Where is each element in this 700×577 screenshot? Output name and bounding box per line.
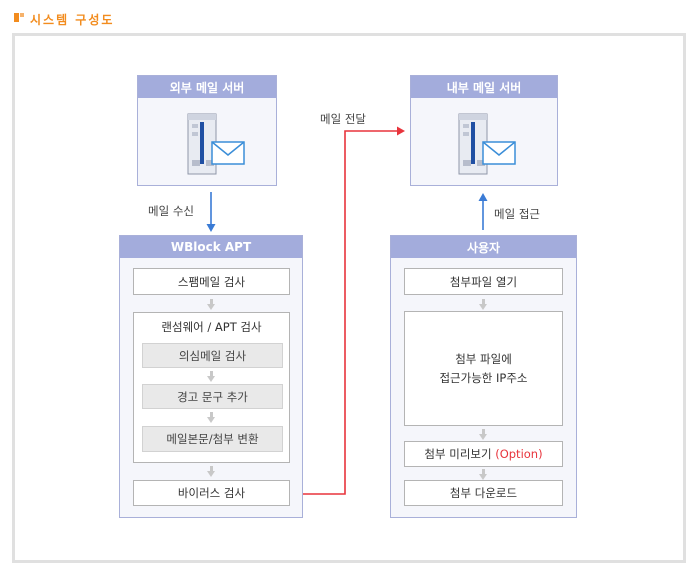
down-arrow-icon [207,412,216,423]
down-arrow-icon [479,469,488,480]
download-step: 첨부 다운로드 [404,480,563,506]
title-bullet-icon [14,13,26,25]
external-mail-server-box: 외부 메일 서버 [137,75,277,186]
title-text: 시스템 구성도 [30,12,115,27]
accessible-ip-line2: 접근가능한 IP주소 [439,371,528,385]
internal-mail-server-box: 내부 메일 서버 [410,75,558,186]
virus-check-step: 바이러스 검사 [133,480,290,506]
down-arrow-icon [479,299,488,310]
mail-server-icon [187,113,245,175]
receive-edge-label: 메일 수신 [148,204,194,218]
spam-check-step: 스팸메일 검사 [133,268,290,295]
add-warning-step: 경고 문구 추가 [142,384,283,409]
forward-edge-label: 메일 전달 [320,112,366,126]
preview-label: 첨부 미리보기 [424,447,492,461]
receive-arrow [206,192,216,232]
convert-body-step: 메일본문/첨부 변환 [142,426,283,452]
suspicious-mail-step: 의심메일 검사 [142,343,283,368]
down-arrow-icon [207,371,216,382]
accessible-ip-step: 첨부 파일에 접근가능한 IP주소 [404,311,563,426]
user-panel-title: 사용자 [391,236,576,258]
forward-arrow [291,126,405,495]
down-arrow-icon [207,466,216,477]
wblock-apt-title: WBlock APT [120,236,302,258]
internal-mail-server-label: 내부 메일 서버 [411,76,557,98]
access-edge-label: 메일 접근 [494,207,540,221]
access-arrow [478,193,488,230]
open-attachment-step: 첨부파일 열기 [404,268,563,295]
ransomware-apt-label: 랜섬웨어 / APT 검사 [161,320,262,334]
mail-server-icon [458,113,516,175]
diagram-title: 시스템 구성도 [14,9,114,29]
accessible-ip-line1: 첨부 파일에 [455,352,512,366]
preview-step: 첨부 미리보기 (Option) [404,441,563,467]
preview-option-label: (Option) [495,447,543,461]
down-arrow-icon [479,429,488,440]
down-arrow-icon [207,299,216,310]
external-mail-server-label: 외부 메일 서버 [138,76,276,98]
